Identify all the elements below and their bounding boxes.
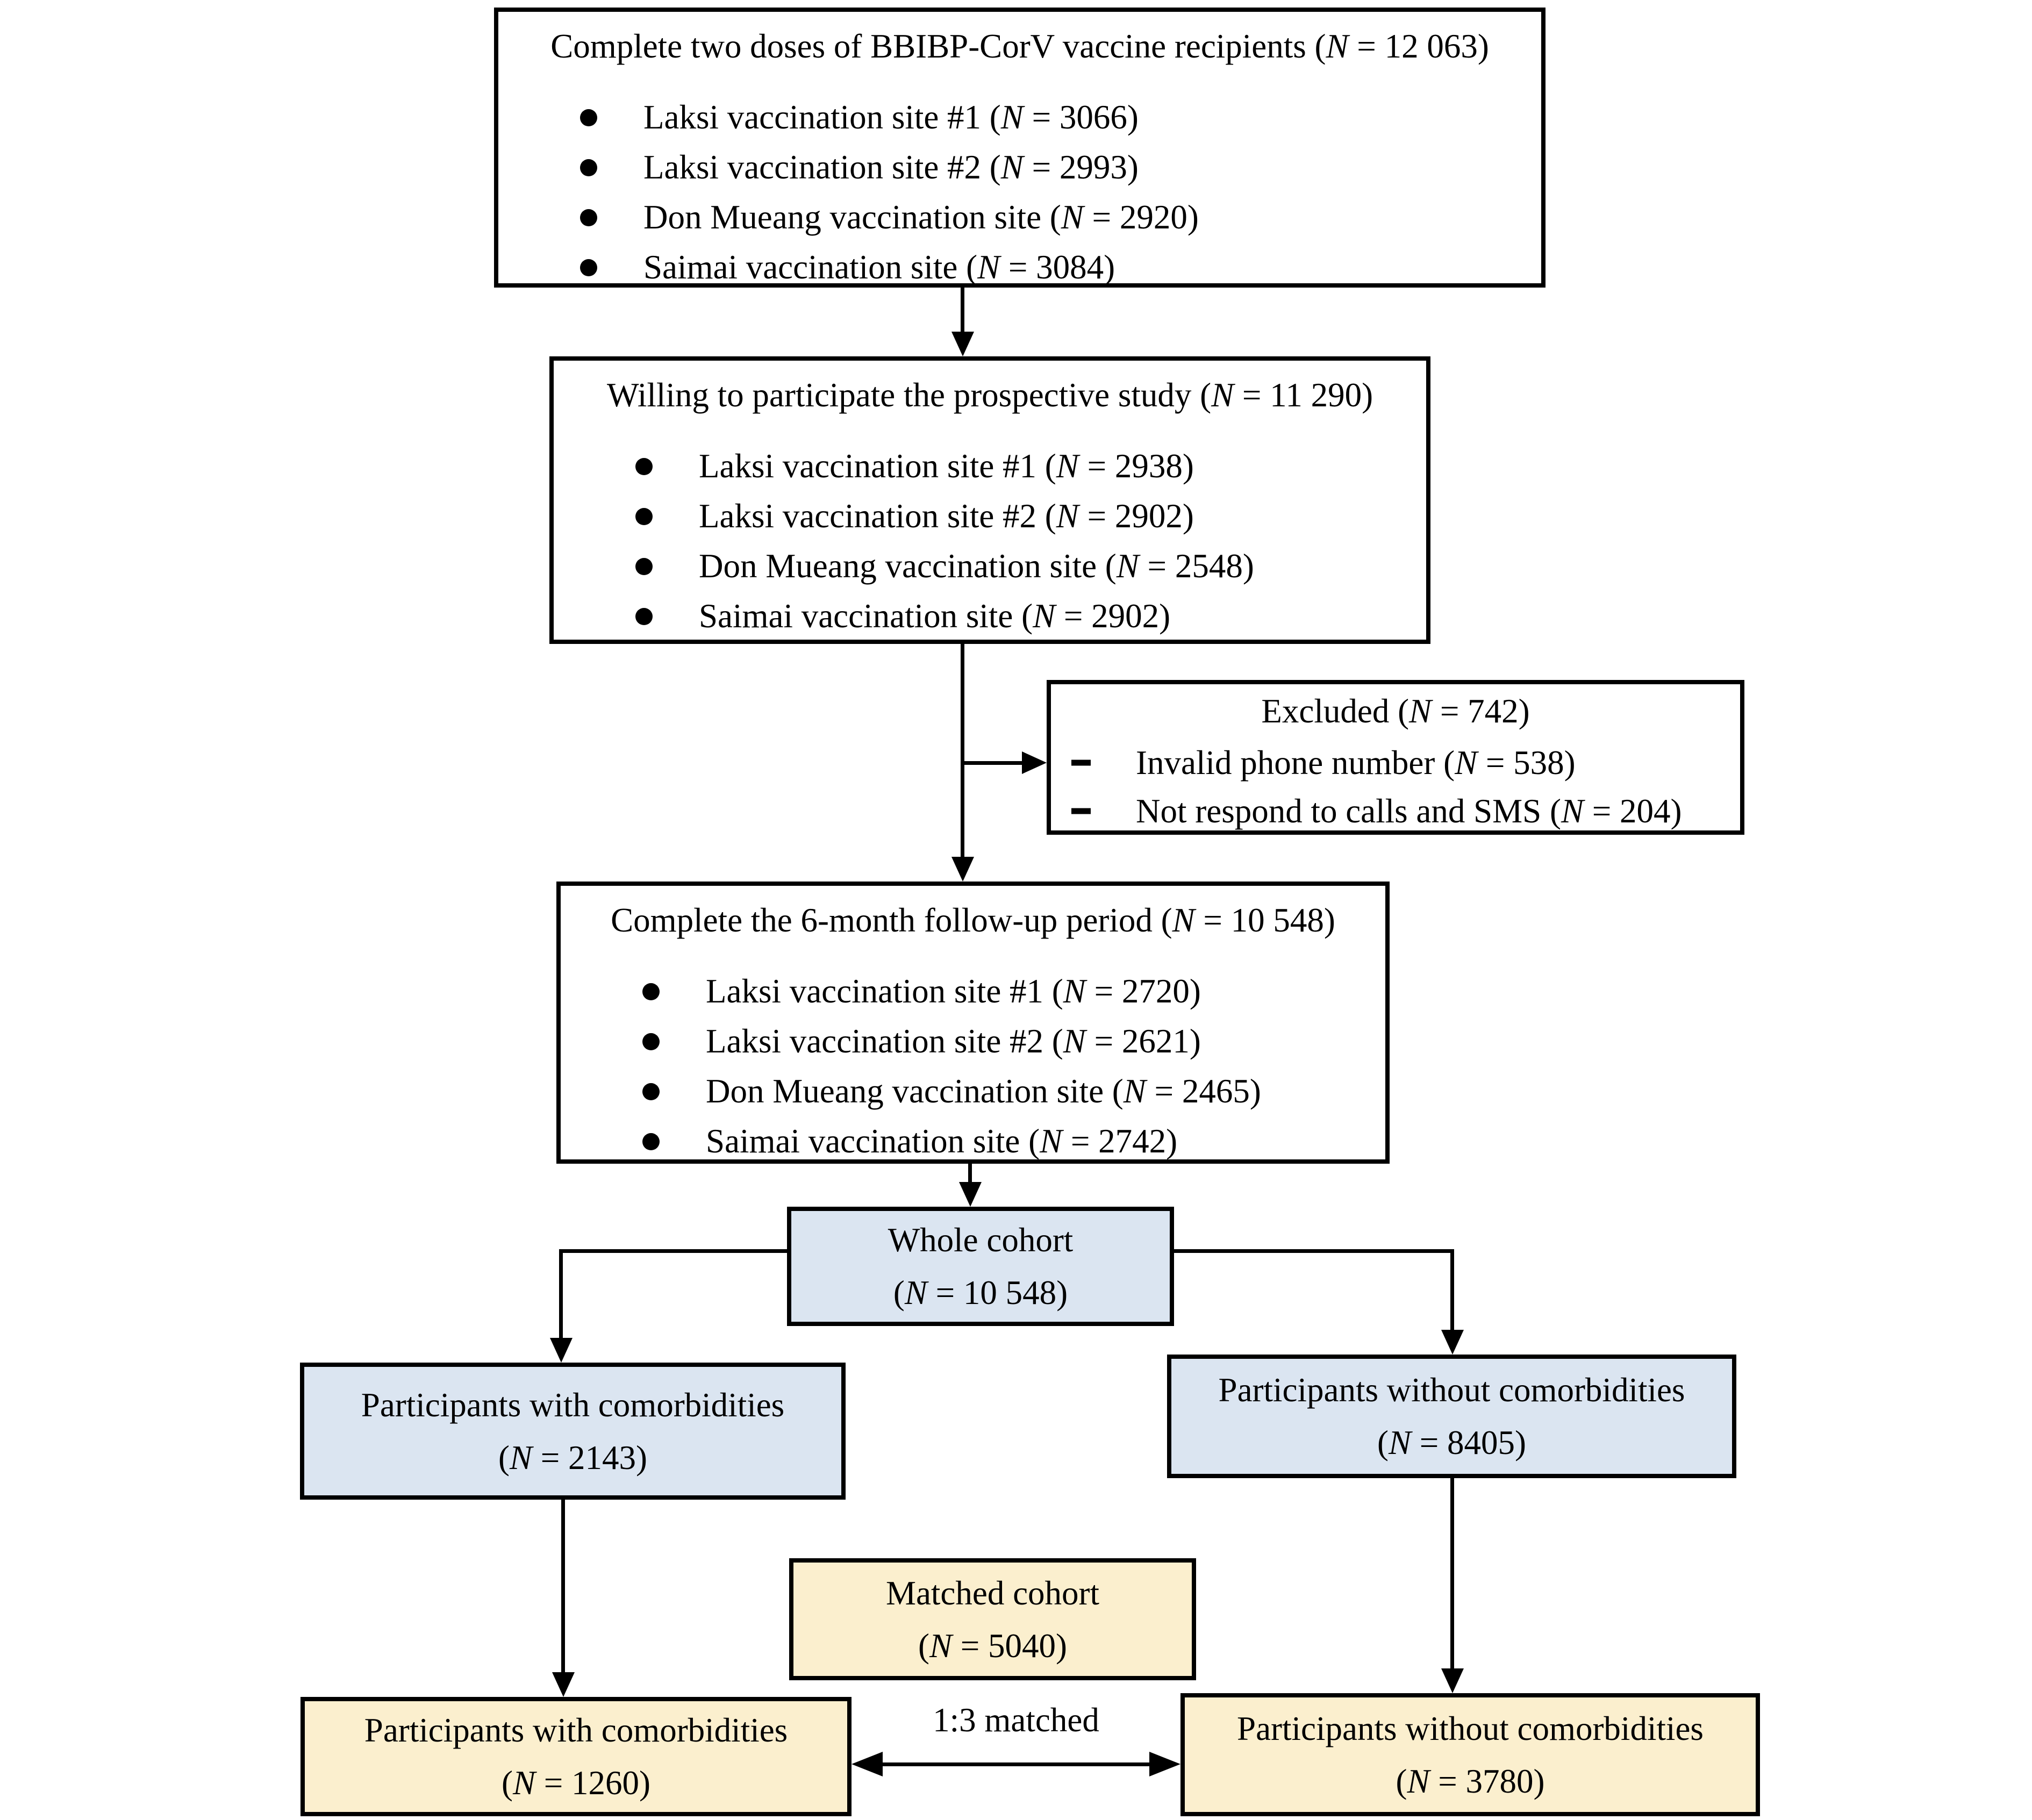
- connector-whole-to-with-drop: [559, 1249, 563, 1338]
- box-followup: Complete the 6-month follow-up period (N…: [556, 882, 1390, 1164]
- list-item: Laksi vaccination site #2 (N = 2902): [554, 491, 1426, 541]
- connector-matched-double-arrow: [879, 1762, 1153, 1766]
- box-matched-with-comorbidities-line2: (N = 1260): [501, 1764, 651, 1802]
- box-matched-without-comorbidities-line1: Participants without comorbidities: [1237, 1709, 1704, 1747]
- list-item: Don Mueang vaccination site (N = 2548): [554, 541, 1426, 591]
- box-with-comorbidities-line2: (N = 2143): [498, 1438, 648, 1477]
- box-matched-without-comorbidities-line2: (N = 3780): [1396, 1762, 1545, 1800]
- box-with-comorbidities: Participants with comorbidities (N = 214…: [300, 1363, 846, 1500]
- arrowhead-down-icon: [552, 1672, 575, 1697]
- box-matched-cohort-line2: (N = 5040): [918, 1626, 1068, 1665]
- list-item: Laksi vaccination site #2 (N = 2993): [498, 142, 1541, 192]
- box-matched-with-comorbidities: Participants with comorbidities (N = 126…: [300, 1697, 852, 1816]
- arrowhead-right-icon: [1149, 1752, 1180, 1776]
- box-excluded: Excluded (N = 742) Invalid phone number …: [1047, 680, 1744, 835]
- list-item: Saimai vaccination site (N = 2742): [561, 1116, 1385, 1166]
- box-excluded-list: Invalid phone number (N = 538) Not respo…: [1051, 739, 1740, 835]
- list-item: Laksi vaccination site #2 (N = 2621): [561, 1016, 1385, 1066]
- match-ratio-label: 1:3 matched: [933, 1701, 1099, 1739]
- list-item: Not respond to calls and SMS (N = 204): [1051, 787, 1740, 835]
- box-matched-with-comorbidities-line1: Participants with comorbidities: [364, 1711, 788, 1749]
- arrowhead-down-icon: [951, 332, 974, 356]
- box-recipients-title: Complete two doses of BBIBP-CorV vaccine…: [550, 27, 1489, 65]
- list-item: Laksi vaccination site #1 (N = 2720): [561, 966, 1385, 1016]
- arrowhead-left-icon: [852, 1752, 883, 1776]
- connector-willing-to-followup: [961, 644, 964, 857]
- connector-recipients-to-willing: [961, 288, 964, 333]
- arrowhead-down-icon: [1441, 1668, 1464, 1693]
- box-whole-cohort-line2: (N = 10 548): [893, 1274, 1068, 1312]
- box-matched-without-comorbidities: Participants without comorbidities (N = …: [1180, 1693, 1760, 1816]
- box-with-comorbidities-line1: Participants with comorbidities: [361, 1386, 785, 1424]
- box-whole-cohort-line1: Whole cohort: [888, 1221, 1074, 1259]
- connector-without-to-matched-without: [1450, 1478, 1454, 1669]
- list-item: Saimai vaccination site (N = 2902): [554, 591, 1426, 641]
- box-followup-title: Complete the 6-month follow-up period (N…: [611, 901, 1335, 939]
- arrowhead-right-icon: [1022, 751, 1047, 774]
- box-whole-cohort: Whole cohort (N = 10 548): [787, 1207, 1174, 1326]
- box-matched-cohort-line1: Matched cohort: [885, 1574, 1100, 1612]
- box-excluded-title: Excluded (N = 742): [1261, 692, 1530, 730]
- list-item: Invalid phone number (N = 538): [1051, 739, 1740, 787]
- list-item: Don Mueang vaccination site (N = 2465): [561, 1066, 1385, 1116]
- list-item: Laksi vaccination site #1 (N = 3066): [498, 92, 1541, 142]
- connector-whole-to-with: [561, 1249, 787, 1253]
- box-willing-list: Laksi vaccination site #1 (N = 2938) Lak…: [554, 441, 1426, 641]
- arrowhead-down-icon: [550, 1338, 573, 1363]
- box-without-comorbidities: Participants without comorbidities (N = …: [1167, 1355, 1736, 1478]
- box-willing-title: Willing to participate the prospective s…: [606, 376, 1373, 414]
- list-item: Saimai vaccination site (N = 3084): [498, 242, 1541, 292]
- list-item: Don Mueang vaccination site (N = 2920): [498, 192, 1541, 242]
- arrowhead-down-icon: [1441, 1330, 1464, 1355]
- list-item: Laksi vaccination site #1 (N = 2938): [554, 441, 1426, 491]
- box-followup-list: Laksi vaccination site #1 (N = 2720) Lak…: [561, 966, 1385, 1166]
- box-recipients: Complete two doses of BBIBP-CorV vaccine…: [494, 8, 1546, 288]
- box-without-comorbidities-line1: Participants without comorbidities: [1218, 1371, 1685, 1409]
- box-recipients-list: Laksi vaccination site #1 (N = 3066) Lak…: [498, 92, 1541, 292]
- connector-whole-to-without: [1174, 1249, 1452, 1253]
- box-without-comorbidities-line2: (N = 8405): [1377, 1424, 1527, 1461]
- arrowhead-down-icon: [959, 1182, 982, 1207]
- box-matched-cohort: Matched cohort (N = 5040): [789, 1558, 1196, 1680]
- connector-with-to-matched-with: [561, 1500, 565, 1673]
- arrowhead-down-icon: [951, 857, 974, 882]
- connector-whole-to-without-drop: [1450, 1249, 1454, 1331]
- box-willing: Willing to participate the prospective s…: [549, 356, 1430, 644]
- connector-followup-to-whole-cohort: [968, 1164, 972, 1183]
- connector-branch-to-excluded: [962, 761, 1024, 765]
